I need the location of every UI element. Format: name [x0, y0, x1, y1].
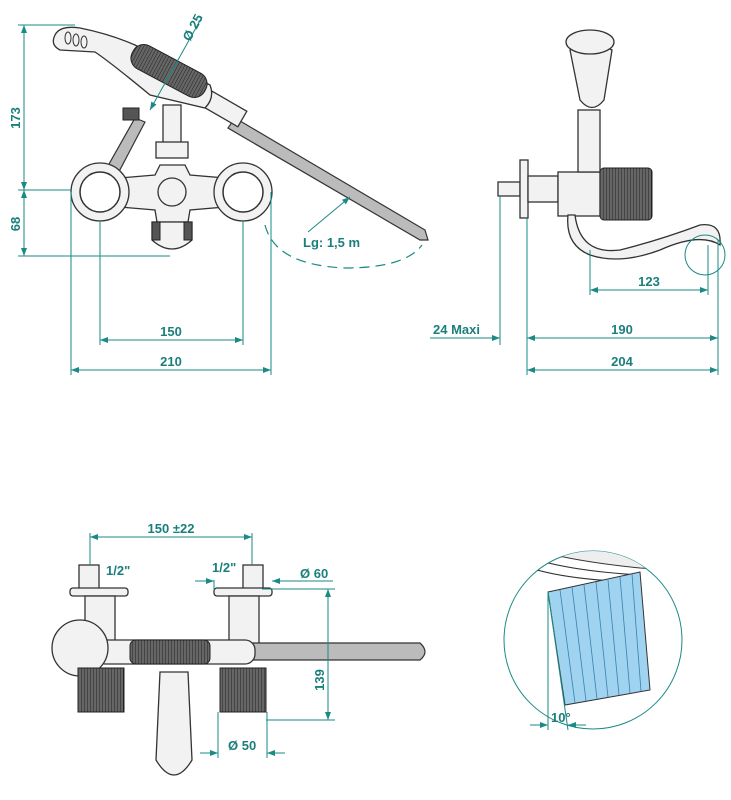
- support-nut: [122, 107, 140, 121]
- hose: [227, 117, 429, 241]
- dim-139: 139: [312, 669, 327, 691]
- dim-diameter-25: Ø 25: [179, 11, 205, 43]
- thread-right-label: 1/2": [212, 560, 236, 575]
- dim-24-maxi: 24 Maxi: [433, 322, 480, 337]
- detail-view: 10°: [503, 550, 683, 731]
- left-handle-top: [77, 667, 125, 713]
- dim-173: 173: [8, 107, 23, 129]
- hose-length-label: Lg: 1,5 m: [303, 235, 360, 250]
- dim-190: 190: [611, 322, 633, 337]
- thread-left-label: 1/2": [106, 563, 130, 578]
- handle-side: [599, 167, 653, 221]
- hose-top: [249, 642, 426, 661]
- dim-204: 204: [611, 354, 633, 369]
- center-outlet: [157, 177, 187, 207]
- dim-150: 150: [160, 324, 182, 339]
- spout-top: [155, 671, 193, 776]
- dim-210: 210: [160, 354, 182, 369]
- hand-shower-grip: [130, 44, 208, 98]
- dim-68: 68: [8, 217, 23, 231]
- side-view: 123 24 Maxi 190 204: [430, 29, 726, 375]
- front-view: 173 68 150 210 Ø 25 Lg: 1,5 m: [8, 11, 429, 375]
- dim-diameter-50: Ø 50: [228, 738, 256, 753]
- mixer-body-side: [557, 171, 601, 217]
- dim-150-22: 150 ±22: [148, 521, 195, 536]
- angle-10-deg: 10°: [551, 710, 571, 725]
- top-view: 150 ±22 1/2" 1/2" Ø 60 139 Ø 50: [51, 521, 426, 776]
- hose-length-indicator: [264, 224, 423, 269]
- diverter-nut: [155, 141, 189, 159]
- detail-callout-circle: [684, 234, 726, 276]
- dim-diameter-60: Ø 60: [300, 566, 328, 581]
- right-handle-top: [219, 667, 267, 713]
- wall-connector: [497, 181, 521, 197]
- stem: [162, 104, 182, 146]
- wall-flange: [519, 159, 529, 219]
- spout-section-hatch: [547, 571, 651, 706]
- dim-123: 123: [638, 274, 660, 289]
